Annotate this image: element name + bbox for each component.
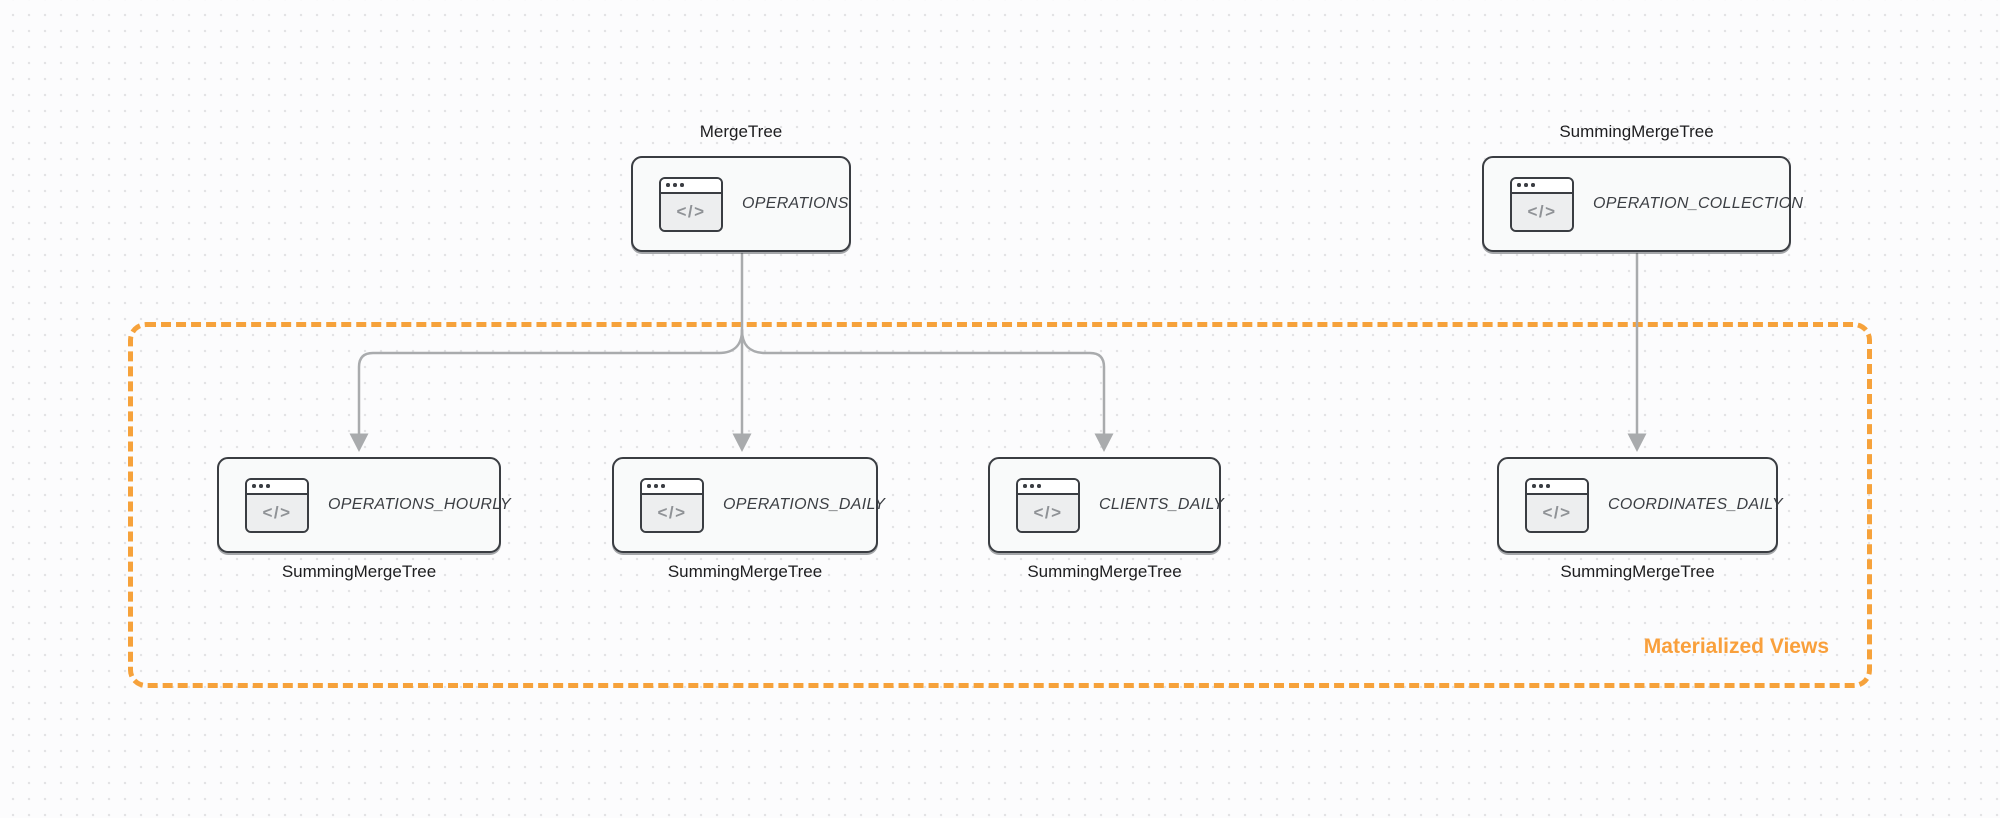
materialized-views-group[interactable]: Materialized Views: [128, 322, 1872, 688]
code-glyph: </>: [661, 193, 721, 230]
engine-label-clients-daily: SummingMergeTree: [1027, 562, 1182, 581]
node-title: COORDINATES_DAILY: [1608, 496, 1783, 513]
node-title: OPERATIONS_HOURLY: [328, 496, 511, 513]
engine-label-operations: MergeTree: [699, 122, 783, 141]
engine-label-operation-collection: SummingMergeTree: [1559, 122, 1714, 141]
node-title: OPERATIONS_DAILY: [723, 496, 886, 513]
code-glyph: </>: [1018, 494, 1078, 531]
engine-label-operations-hourly: SummingMergeTree: [281, 562, 437, 581]
code-window-icon: </>: [1016, 477, 1080, 533]
node-title: CLIENTS_DAILY: [1099, 496, 1225, 513]
code-glyph: </>: [642, 494, 702, 531]
node-title: OPERATION_COLLECTION: [1593, 195, 1804, 212]
code-window-icon: </>: [640, 477, 704, 533]
node-operations-hourly[interactable]: </> OPERATIONS_HOURLY: [217, 457, 511, 553]
code-window-icon: </>: [1510, 176, 1574, 232]
window-dots-icon: [642, 479, 702, 495]
code-glyph: </>: [1527, 494, 1587, 531]
code-window-icon: </>: [659, 176, 723, 232]
code-window-icon: </>: [245, 477, 309, 533]
engine-label-coordinates-daily: SummingMergeTree: [1560, 562, 1715, 581]
group-label: Materialized Views: [1643, 635, 1829, 658]
engine-label-operations-daily: SummingMergeTree: [667, 562, 823, 581]
node-coordinates-daily[interactable]: </> COORDINATES_DAILY: [1497, 457, 1783, 553]
code-window-icon: </>: [1525, 477, 1589, 533]
window-dots-icon: [661, 178, 721, 194]
code-glyph: </>: [1512, 193, 1572, 230]
window-dots-icon: [1018, 479, 1078, 495]
node-operation-collection[interactable]: </> OPERATION_COLLECTION: [1482, 156, 1803, 252]
window-dots-icon: [1527, 479, 1587, 495]
node-clients-daily[interactable]: </> CLIENTS_DAILY: [988, 457, 1225, 553]
code-glyph: </>: [247, 494, 307, 531]
node-operations[interactable]: </> OPERATIONS: [631, 156, 851, 252]
node-operations-daily[interactable]: </> OPERATIONS_DAILY: [612, 457, 885, 553]
node-title: OPERATIONS: [742, 195, 849, 212]
window-dots-icon: [1512, 178, 1572, 194]
window-dots-icon: [247, 479, 307, 495]
